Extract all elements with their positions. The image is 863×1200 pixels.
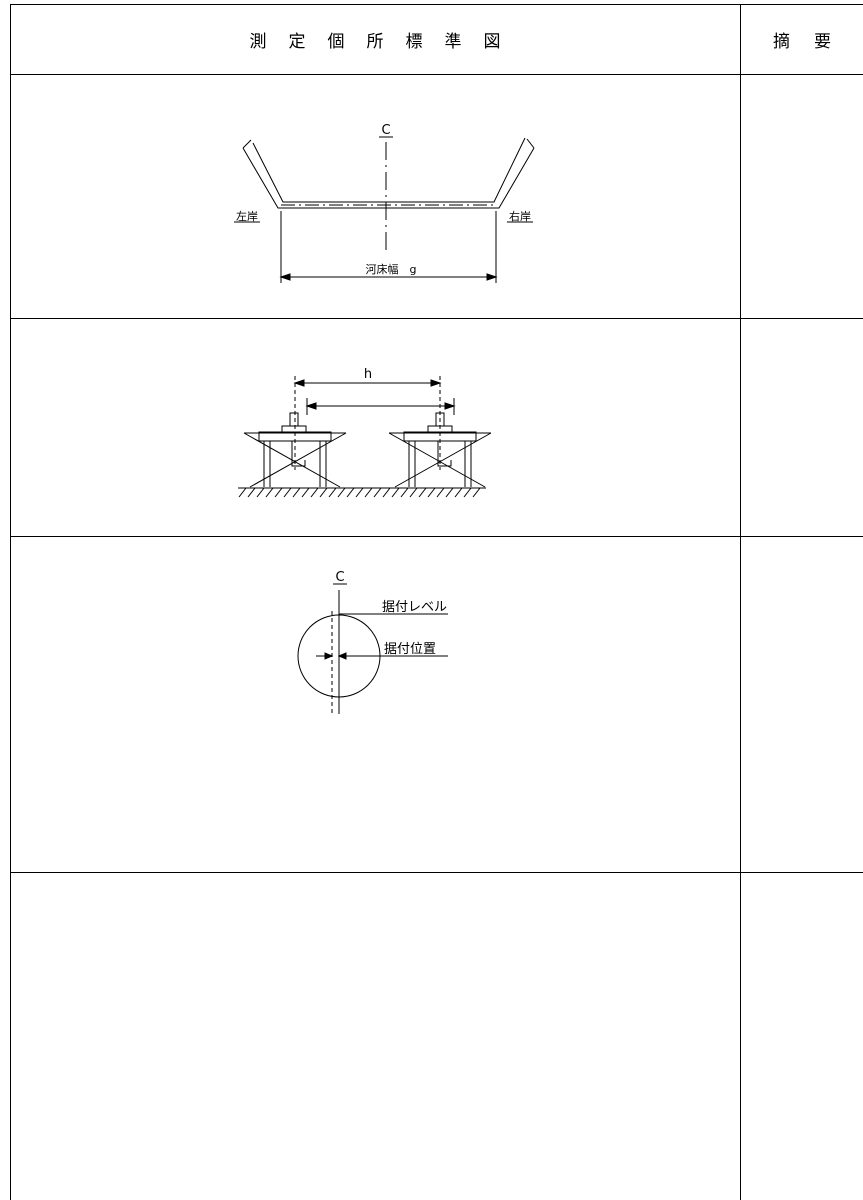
header-char: 要 — [814, 31, 831, 52]
hatch-stroke — [283, 487, 292, 498]
right-brace — [394, 432, 492, 488]
channel-inner-line — [252, 137, 526, 203]
left-bank-label: 左岸 — [236, 210, 258, 223]
header-char: 標 — [405, 31, 423, 52]
header-char: 個 — [327, 31, 345, 52]
header-char: 図 — [483, 31, 501, 52]
arrow-left-icon — [279, 273, 291, 281]
hatch-stroke — [355, 487, 364, 498]
right-base-plate — [403, 431, 477, 442]
header-bottom-border — [10, 74, 863, 75]
arrow-right-icon — [486, 273, 498, 281]
hatch-stroke — [463, 487, 472, 498]
header-char: 測 — [249, 31, 267, 52]
table-top-border — [10, 4, 863, 5]
hatch-stroke — [328, 487, 337, 498]
hatch-stroke — [301, 487, 310, 498]
hatch-stroke — [265, 487, 274, 498]
hatch-stroke — [391, 487, 400, 498]
hatch-stroke — [292, 487, 301, 498]
hatch-stroke — [373, 487, 382, 498]
left-anchor-hook — [291, 441, 306, 467]
hatch-stroke — [400, 487, 409, 498]
hatch-stroke — [238, 487, 247, 498]
hatch-stroke — [445, 487, 454, 498]
row3-bottom-border — [10, 872, 863, 873]
left-base-plate — [258, 431, 332, 442]
table-left-border — [10, 4, 11, 1200]
ground-hatching — [238, 487, 481, 498]
hatch-stroke — [472, 487, 481, 498]
arrow-left-icon — [293, 379, 305, 387]
hatch-stroke — [418, 487, 427, 498]
hatch-stroke — [427, 487, 436, 498]
arrow-left-icon — [305, 402, 317, 410]
hatch-stroke — [337, 487, 346, 498]
hatch-stroke — [274, 487, 283, 498]
left-wall-cap — [242, 139, 252, 149]
diagram-column-header: 測 定 個 所 標 準 図 — [10, 4, 740, 74]
hatch-stroke — [247, 487, 256, 498]
header-char: 準 — [444, 31, 462, 52]
row1-bottom-border — [10, 318, 863, 319]
remarks-column-divider — [740, 4, 741, 1200]
arrow-right-icon — [324, 652, 334, 660]
right-anchor-hook — [437, 441, 452, 467]
mounting-level-label: 据付レベル — [382, 600, 447, 615]
right-bank-label: 右岸 — [509, 209, 531, 223]
remarks-column-header: 摘 要 — [741, 4, 863, 74]
hatch-stroke — [319, 487, 328, 498]
hatch-stroke — [256, 487, 265, 498]
hatch-stroke — [454, 487, 463, 498]
channel-outer-line — [242, 147, 535, 209]
right-brace — [388, 432, 486, 488]
arrow-right-icon — [444, 402, 456, 410]
right-wall-cap — [526, 138, 535, 149]
row2-bottom-border — [10, 536, 863, 537]
centerline-mark: C — [381, 123, 390, 138]
hatch-stroke — [364, 487, 373, 498]
header-char: 所 — [366, 31, 384, 52]
left-brace — [249, 432, 347, 488]
hatch-stroke — [346, 487, 355, 498]
hatch-stroke — [409, 487, 418, 498]
arrow-right-icon — [430, 379, 442, 387]
arrow-left-icon — [337, 652, 347, 660]
header-char: 摘 — [773, 31, 790, 52]
hatch-stroke — [436, 487, 445, 498]
hatch-stroke — [310, 487, 319, 498]
header-char: 定 — [288, 31, 306, 52]
hatch-stroke — [382, 487, 391, 498]
h-dimension-label: h — [364, 367, 372, 382]
centerline-mark: C — [335, 570, 344, 585]
river-bed-width-label: 河床幅 g — [366, 262, 417, 276]
mounting-position-label: 据付位置 — [384, 642, 436, 657]
